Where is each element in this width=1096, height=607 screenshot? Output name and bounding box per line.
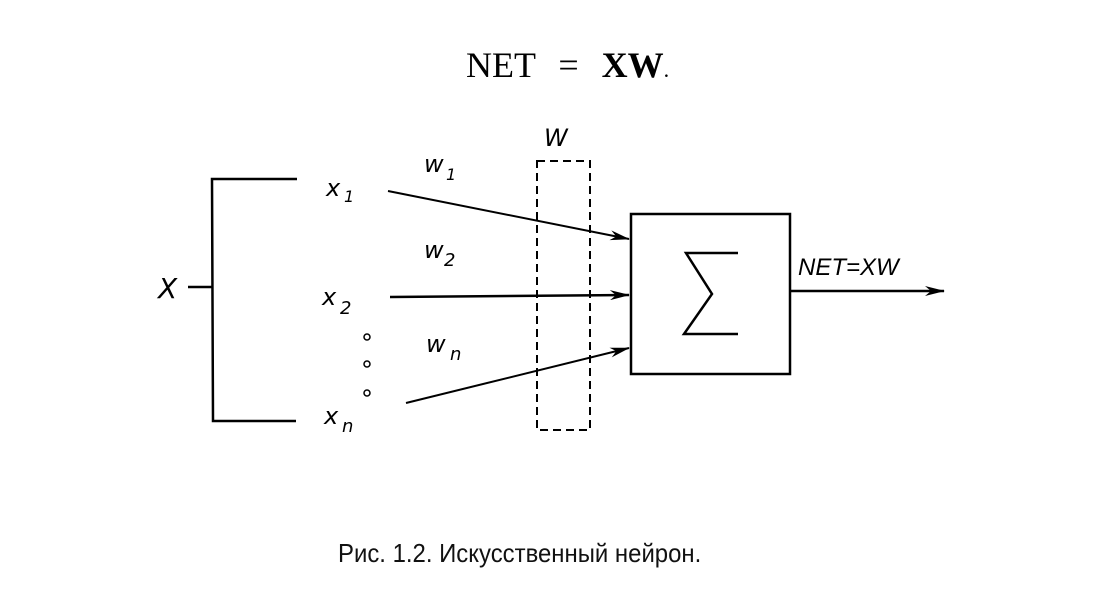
input-x2: x 2	[321, 283, 351, 319]
svg-text:2: 2	[340, 298, 351, 319]
svg-text:n: n	[450, 344, 461, 365]
svg-text:x: x	[323, 402, 339, 430]
svg-text:w: w	[426, 330, 446, 358]
svg-text:1: 1	[446, 165, 456, 184]
svg-text:x: x	[325, 174, 341, 202]
formula-net-equals-xw: NET = XW.	[466, 44, 669, 86]
weight-wn: w n	[426, 330, 461, 365]
input-xn: x n	[323, 402, 353, 437]
formula-lhs: NET	[466, 45, 536, 85]
summation-symbol-text: ∑	[0, 0, 1, 1]
weight-w1: w 1	[424, 150, 456, 184]
ellipsis-dot	[363, 333, 371, 341]
input-vector-label: X	[156, 272, 178, 305]
svg-text:w: w	[424, 236, 444, 264]
output-label: NET=XW	[798, 254, 901, 281]
ellipsis-dot	[363, 360, 371, 368]
formula-equals: =	[558, 45, 579, 85]
input-x1: x 1	[325, 174, 354, 206]
figure-caption: Рис. 1.2. Искусственный нейрон.	[338, 538, 702, 568]
connection-arrow-1	[387, 190, 630, 241]
connection-arrow-n	[405, 347, 630, 404]
formula-rhs: XW	[601, 45, 664, 85]
svg-text:w: w	[424, 150, 444, 178]
weight-w2: w 2	[424, 236, 455, 271]
svg-text:x: x	[321, 283, 337, 311]
svg-text:n: n	[342, 416, 353, 437]
connection-arrow-2	[389, 290, 630, 301]
weight-matrix-label: W	[544, 124, 569, 152]
ellipsis-dot	[363, 389, 371, 397]
sigma-icon	[681, 251, 738, 336]
input-bracket	[210, 177, 297, 423]
summation-box	[629, 212, 792, 376]
ellipsis-dots	[363, 333, 371, 397]
svg-text:1: 1	[344, 187, 354, 206]
formula-period: .	[663, 57, 670, 82]
svg-text:2: 2	[444, 250, 455, 271]
